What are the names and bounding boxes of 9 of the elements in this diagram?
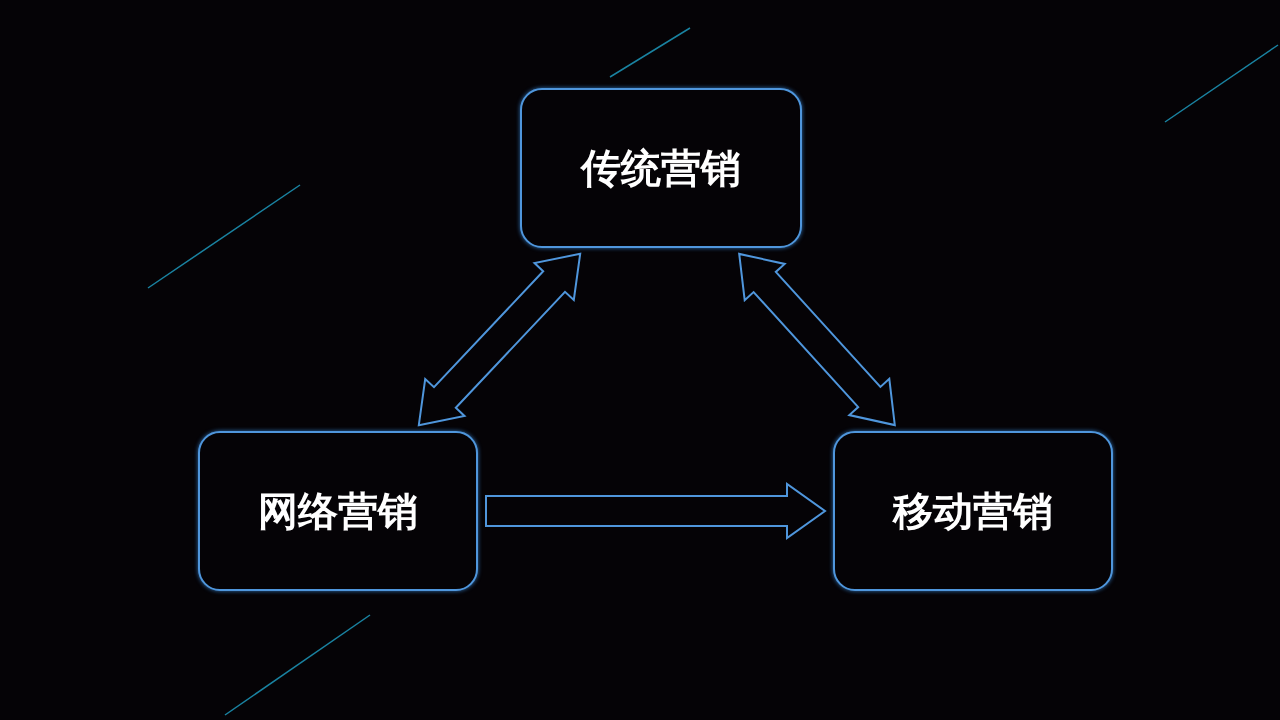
block-arrow [485, 482, 827, 540]
rounded-box [833, 431, 1113, 591]
box-label: 传统营销 [581, 143, 741, 193]
rounded-box [520, 88, 802, 248]
box-label: 网络营销 [258, 486, 418, 536]
block-arrow [417, 252, 582, 427]
block-arrow [738, 252, 896, 427]
box-label: 移动营销 [893, 486, 1053, 536]
rounded-box [198, 431, 478, 591]
